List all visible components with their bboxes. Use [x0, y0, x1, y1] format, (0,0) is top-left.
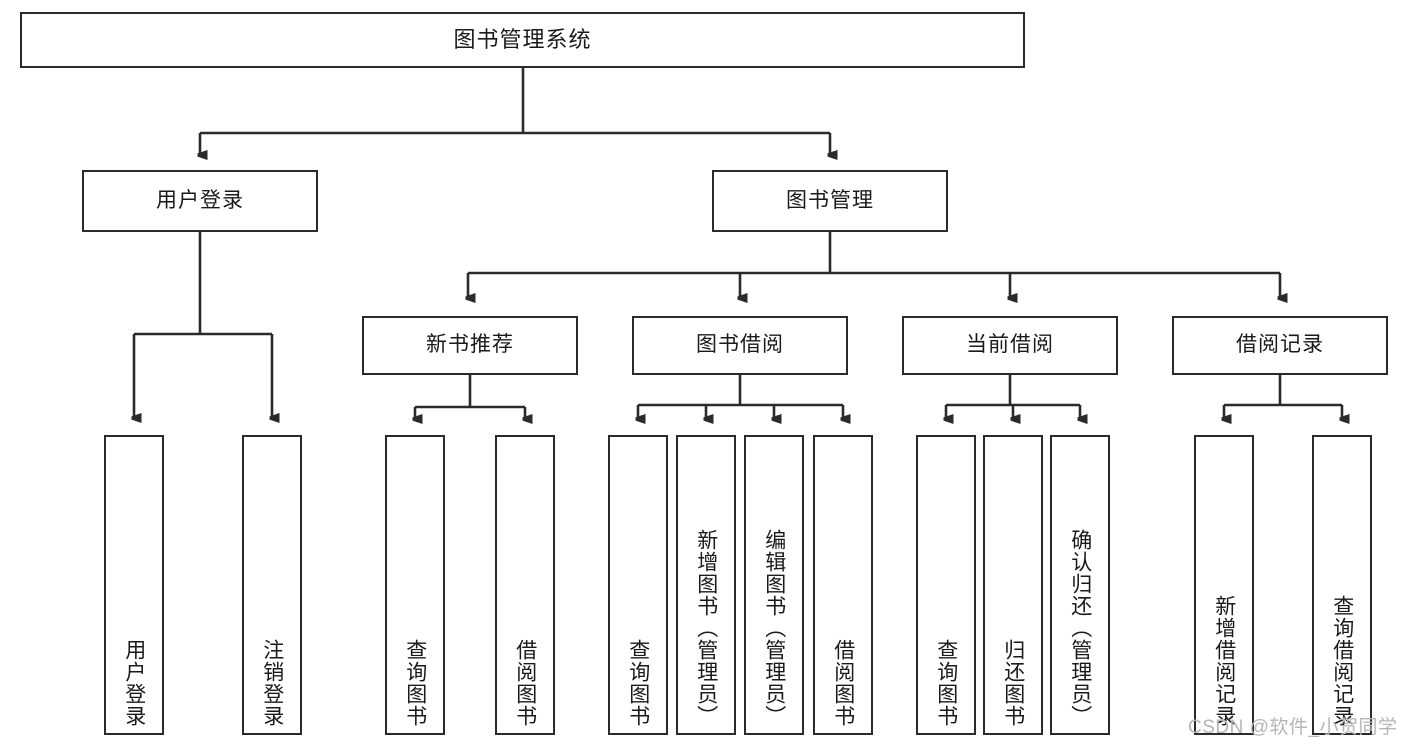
- node-label: 新增借阅记录: [1212, 595, 1236, 727]
- node-label: 当前借阅: [966, 333, 1054, 357]
- leaf-logout[interactable]: 注销登录: [242, 435, 302, 735]
- node-label: 查询图书: [403, 639, 427, 727]
- leaf-query-book-borrow[interactable]: 查询图书: [608, 435, 668, 735]
- node-book-borrow[interactable]: 图书借阅: [632, 316, 848, 375]
- node-label: 查询图书: [934, 639, 958, 727]
- leaf-query-book-recommend[interactable]: 查询图书: [385, 435, 445, 735]
- leaf-query-borrow-record[interactable]: 查询借阅记录: [1312, 435, 1372, 735]
- leaf-edit-book-admin[interactable]: 编辑图书（管理员）: [744, 435, 804, 735]
- leaf-add-book-admin[interactable]: 新增图书（管理员）: [676, 435, 736, 735]
- node-borrow-record[interactable]: 借阅记录: [1172, 316, 1388, 375]
- leaf-confirm-return-admin[interactable]: 确认归还（管理员）: [1050, 435, 1110, 735]
- leaf-borrow-book-recommend[interactable]: 借阅图书: [495, 435, 555, 735]
- node-label: 新增图书（管理员）: [694, 529, 718, 727]
- node-label: 用户登录: [156, 188, 244, 212]
- node-root-book-management-system[interactable]: 图书管理系统: [20, 12, 1025, 68]
- node-label: 编辑图书（管理员）: [762, 529, 786, 727]
- leaf-borrow-book[interactable]: 借阅图书: [813, 435, 873, 735]
- node-label: 借阅图书: [513, 639, 537, 727]
- node-user-login[interactable]: 用户登录: [82, 170, 318, 232]
- leaf-user-login[interactable]: 用户登录: [104, 435, 164, 735]
- node-label: 确认归还（管理员）: [1068, 529, 1092, 727]
- node-label: 借阅记录: [1236, 333, 1324, 357]
- node-label: 图书管理: [786, 188, 874, 212]
- node-label: 注销登录: [260, 639, 284, 727]
- node-label: 查询图书: [626, 639, 650, 727]
- node-current-borrow[interactable]: 当前借阅: [902, 316, 1118, 375]
- node-book-management[interactable]: 图书管理: [712, 170, 948, 232]
- node-label: 归还图书: [1001, 639, 1025, 727]
- leaf-query-book-current[interactable]: 查询图书: [916, 435, 976, 735]
- node-label: 图书借阅: [696, 333, 784, 357]
- node-label: 图书管理系统: [453, 27, 592, 53]
- leaf-add-borrow-record[interactable]: 新增借阅记录: [1194, 435, 1254, 735]
- node-new-book-recommend[interactable]: 新书推荐: [362, 316, 578, 375]
- leaf-return-book[interactable]: 归还图书: [983, 435, 1043, 735]
- node-label: 用户登录: [122, 639, 146, 727]
- node-label: 查询借阅记录: [1330, 595, 1354, 727]
- node-label: 新书推荐: [426, 333, 514, 357]
- csdn-watermark: CSDN @软件_小贺同学: [1188, 717, 1398, 738]
- node-label: 借阅图书: [831, 639, 855, 727]
